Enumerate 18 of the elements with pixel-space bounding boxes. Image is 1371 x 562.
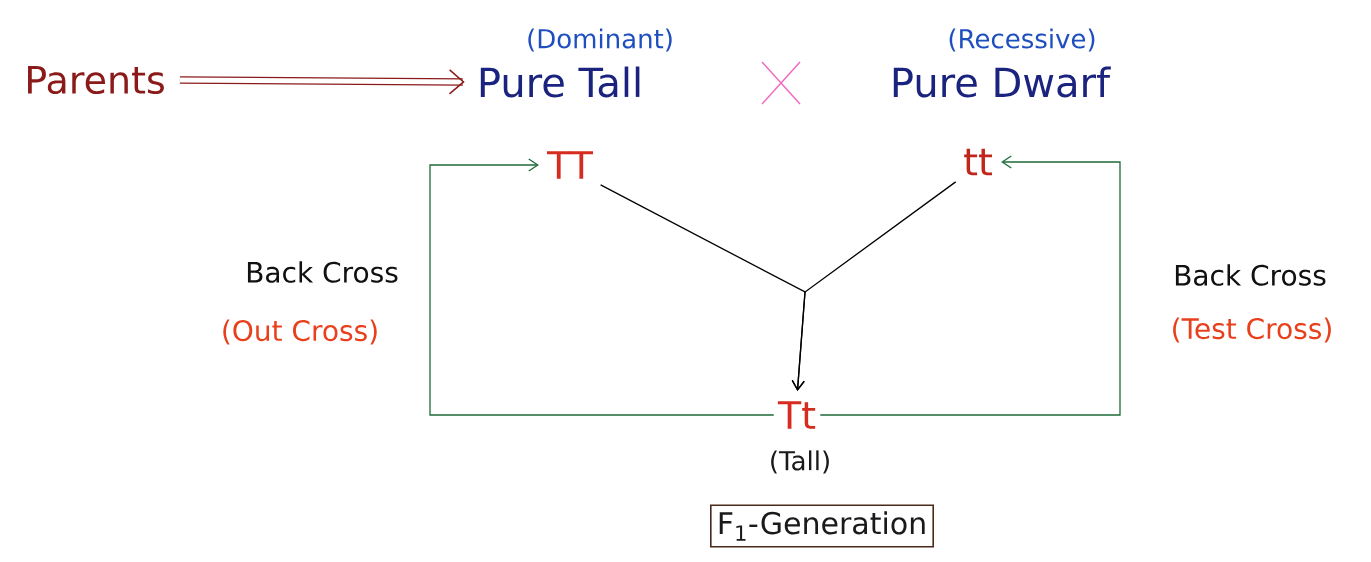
text-label: Parents [28, 65, 164, 95]
arrow [819, 155, 1121, 416]
text-label: Pure Dwarf [893, 66, 1111, 98]
arrow [791, 181, 957, 391]
text-label: TT [547, 151, 593, 179]
side-label: (Test Cross) [1173, 317, 1331, 343]
text-label: Tt [777, 401, 816, 429]
text-label: Pure Tall [480, 66, 640, 98]
annotation-text: (Dominant) [528, 28, 672, 52]
arrow [179, 69, 465, 95]
side-label: (Out Cross) [223, 319, 377, 345]
side-label: Back Cross [247, 261, 398, 283]
side-label: Back Cross [1175, 264, 1326, 286]
annotation-text: (Tall) [771, 450, 829, 474]
generation-box: F$_{1}$-Generation [710, 504, 934, 548]
text-label: tt [964, 148, 992, 176]
arrow [429, 158, 775, 416]
annotation-text: (Recessive) [949, 28, 1095, 52]
